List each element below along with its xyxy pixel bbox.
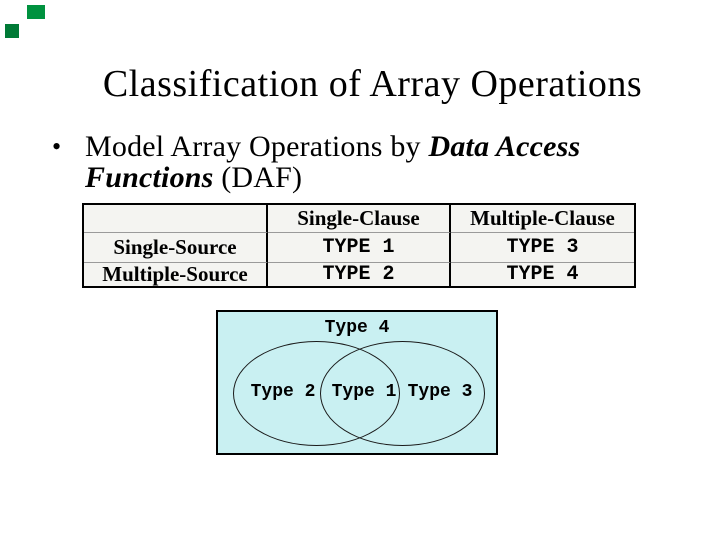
green-square-decoration-top <box>27 5 45 19</box>
bullet-marker: • <box>52 132 62 161</box>
table-cell-type4: TYPE 4 <box>506 263 579 286</box>
table-cell-type3: TYPE 3 <box>451 233 634 263</box>
bullet-text-emphasis: Data Access <box>428 130 581 163</box>
table-header-single-clause: Single-Clause <box>268 205 451 233</box>
bullet-line-1: Model Array Operations by Data Access <box>85 131 580 162</box>
bullet-line-2: Functions (DAF) <box>85 162 580 193</box>
bullet-text-regular: Model Array Operations by <box>85 130 429 163</box>
slide-title: Classification of Array Operations <box>102 63 643 105</box>
venn-label-type2: Type 2 <box>250 382 316 402</box>
table-header-multiple-clause: Multiple-Clause <box>451 205 634 233</box>
venn-ellipse-right <box>320 341 485 446</box>
bullet-text: Model Array Operations by Data Access Fu… <box>85 131 580 193</box>
venn-diagram: Type 4 Type 2 Type 1 Type 3 <box>216 310 498 455</box>
venn-label-type1: Type 1 <box>331 382 397 402</box>
table-header-empty <box>84 205 268 233</box>
venn-label-type3: Type 3 <box>407 382 473 402</box>
green-square-decoration-bottom <box>5 24 19 38</box>
classification-table: Single-Clause Multiple-Clause Single-Sou… <box>82 203 636 288</box>
bullet-text-regular: (DAF) <box>213 161 303 194</box>
bullet-text-emphasis: Functions <box>85 161 214 194</box>
table-row-label-multiple-source: Multiple-Source <box>84 262 268 286</box>
table-cell-type1: TYPE 1 <box>268 233 451 263</box>
table-cell-type2: TYPE 2 <box>268 263 451 286</box>
venn-label-type4: Type 4 <box>324 318 390 338</box>
table-row-label-single-source: Single-Source <box>84 233 268 263</box>
bullet-item: • Model Array Operations by Data Access … <box>52 131 580 193</box>
